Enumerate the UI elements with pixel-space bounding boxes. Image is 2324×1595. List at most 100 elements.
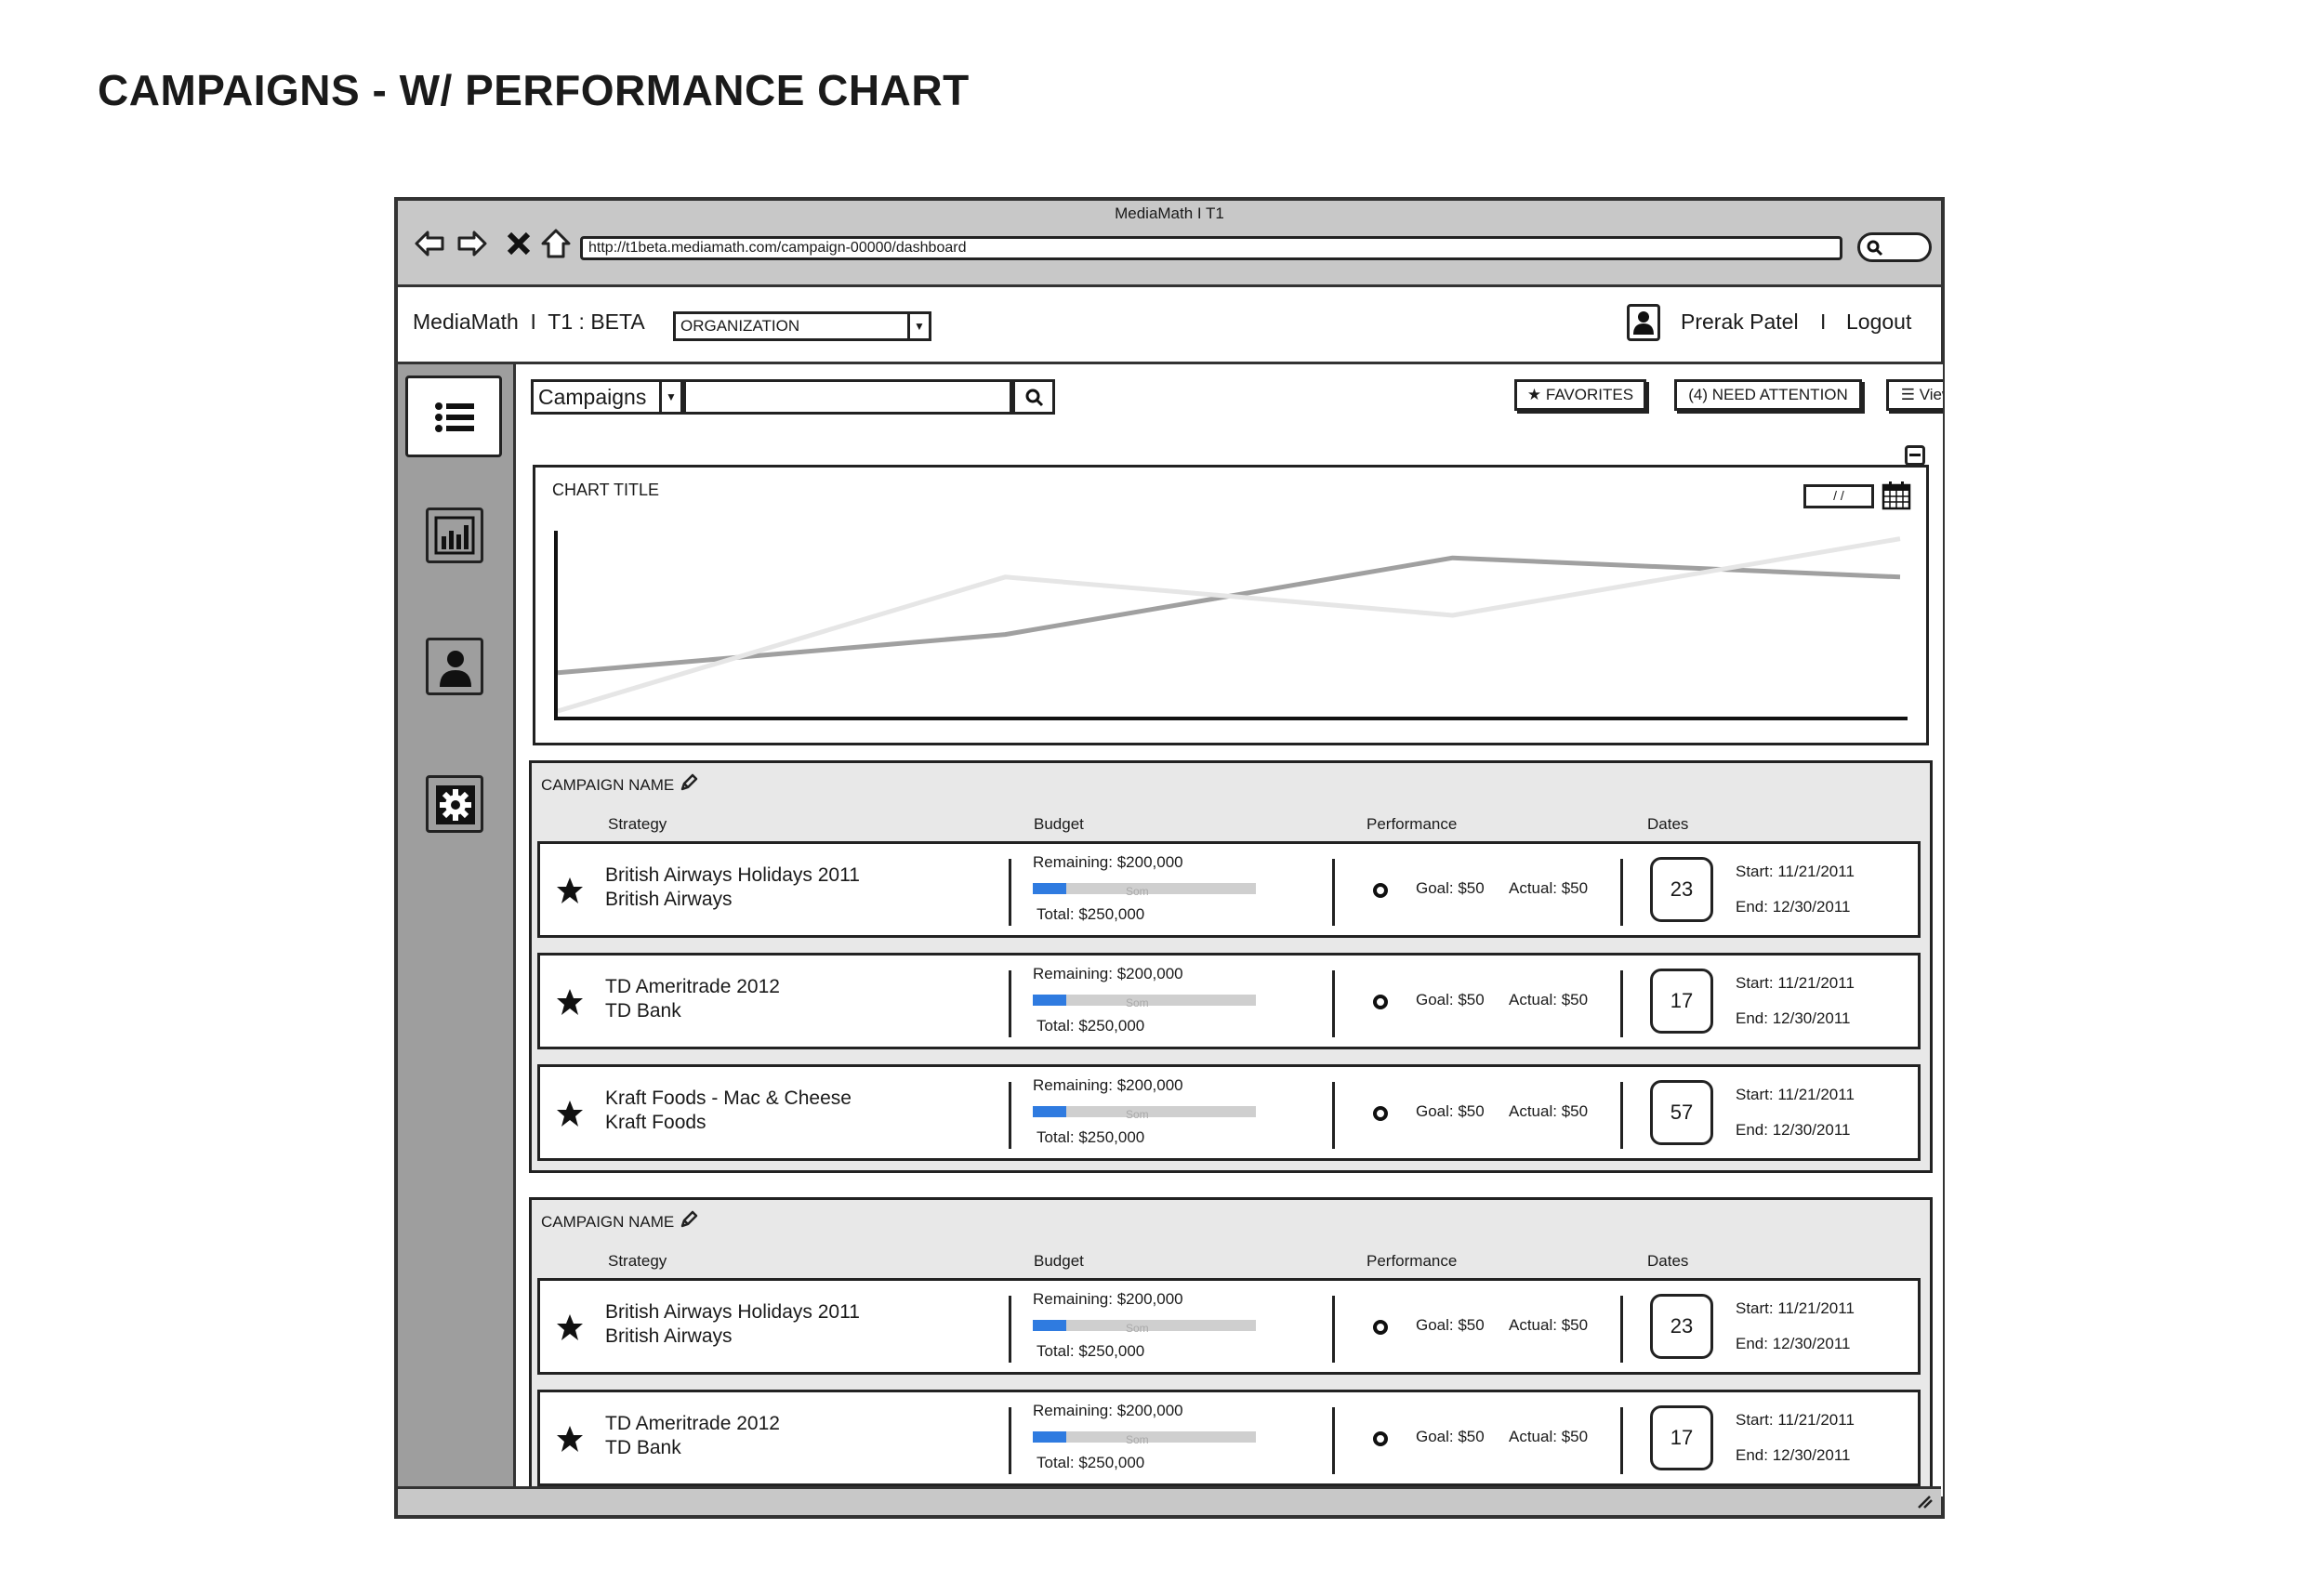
budget-total: Total: $250,000 [1037,1342,1145,1360]
main-content: Campaigns ▼ ★ FAVORITES (4) NEED ATTENTI… [516,364,1943,1496]
budget-bar-note: Som [1126,1322,1149,1335]
star-icon[interactable] [555,987,585,1017]
favorites-button[interactable]: ★ FAVORITES [1514,379,1646,411]
end-date: End: 12/30/2011 [1736,1009,1851,1027]
pencil-icon[interactable] [679,1209,699,1230]
resize-handle-icon[interactable] [1915,1493,1934,1509]
campaign-name: CAMPAIGN NAME [541,1213,675,1231]
days-remaining-badge: 23 [1650,1294,1713,1359]
budget-total: Total: $250,000 [1037,1128,1145,1146]
menu-icon: ☰ [1900,386,1915,403]
campaign-type-select[interactable]: Campaigns ▼ [531,379,683,415]
column-header-performance: Performance [1367,815,1458,833]
column-header-strategy: Strategy [608,815,667,833]
browser-titlebar: MediaMath I T1 http://t1beta.mediamath.c… [398,201,1941,287]
column-divider [1620,859,1623,926]
start-date: Start: 11/21/2011 [1736,1411,1855,1429]
forward-icon[interactable] [456,227,489,260]
home-icon[interactable] [539,227,573,260]
sidebar-item-users[interactable] [426,638,483,695]
user-name[interactable]: Prerak Patel [1681,310,1799,334]
advertiser-name: Kraft Foods [605,1112,706,1133]
budget-remaining: Remaining: $200,000 [1033,1290,1183,1308]
performance-goal: Goal: $50 [1416,991,1485,1008]
column-divider [1332,1082,1335,1149]
date-input[interactable]: / / [1803,484,1874,508]
status-bar [398,1486,1941,1515]
browser-search[interactable] [1857,232,1932,262]
collapse-chart-button[interactable] [1905,445,1925,466]
table-row[interactable]: British Airways Holidays 2011 British Ai… [537,1278,1921,1375]
avatar[interactable] [1627,304,1660,341]
column-divider [1620,970,1623,1037]
budget-progress-bar [1033,1320,1256,1331]
sidebar-item-settings[interactable] [426,775,483,833]
performance-chart: CHART TITLE / / [533,465,1929,745]
need-attention-button[interactable]: (4) NEED ATTENTION [1674,379,1862,411]
pencil-icon[interactable] [679,772,699,793]
chevron-down-icon: ▼ [907,314,929,338]
column-divider [1009,1296,1011,1363]
campaign-group: CAMPAIGN NAME Strategy Budget Performanc… [529,1197,1933,1496]
chart-series-line [557,536,1901,714]
url-input[interactable]: http://t1beta.mediamath.com/campaign-000… [580,236,1842,260]
search-button[interactable] [1012,379,1055,415]
table-row[interactable]: British Airways Holidays 2011 British Ai… [537,841,1921,938]
sidebar-item-reports[interactable] [426,508,483,563]
view-button[interactable]: ☰ View [1886,379,1943,411]
list-icon [435,402,474,432]
start-date: Start: 11/21/2011 [1736,974,1855,992]
column-header-strategy: Strategy [608,1252,667,1270]
logout-link[interactable]: Logout [1846,310,1912,334]
budget-remaining: Remaining: $200,000 [1033,965,1183,982]
star-icon[interactable] [555,1424,585,1454]
column-divider [1009,1082,1011,1149]
budget-progress-fill [1033,1320,1066,1331]
browser-window: MediaMath I T1 http://t1beta.mediamath.c… [394,197,1945,1519]
column-header-budget: Budget [1034,815,1084,833]
budget-progress-fill [1033,1431,1066,1443]
budget-total: Total: $250,000 [1037,1454,1145,1471]
view-label: View [1919,386,1943,403]
start-date: Start: 11/21/2011 [1736,1086,1855,1103]
strategy-name[interactable]: TD Ameritrade 2012 [605,976,780,997]
performance-actual: Actual: $50 [1509,1316,1589,1334]
performance-goal: Goal: $50 [1416,1316,1485,1334]
star-icon[interactable] [555,1099,585,1128]
table-row[interactable]: TD Ameritrade 2012 TD Bank Remaining: $2… [537,953,1921,1049]
chevron-down-icon: ▼ [659,382,680,412]
organization-select[interactable]: ORGANIZATION ▼ [673,311,931,341]
window-title: MediaMath I T1 [1115,204,1224,222]
strategy-name[interactable]: British Airways Holidays 2011 [605,1301,860,1323]
start-date: Start: 11/21/2011 [1736,863,1855,880]
calendar-icon[interactable] [1882,481,1911,510]
column-divider [1009,859,1011,926]
table-row[interactable]: Kraft Foods - Mac & Cheese Kraft Foods R… [537,1064,1921,1161]
strategy-name[interactable]: TD Ameritrade 2012 [605,1413,780,1434]
star-icon[interactable] [555,1312,585,1342]
search-icon [1867,240,1883,257]
star-icon[interactable] [555,876,585,905]
performance-goal: Goal: $50 [1416,1102,1485,1120]
sidebar-item-campaigns[interactable] [405,376,502,457]
advertiser-name: TD Bank [605,1000,681,1022]
end-date: End: 12/30/2011 [1736,898,1851,916]
days-remaining-badge: 23 [1650,857,1713,922]
status-indicator [1373,995,1388,1009]
end-date: End: 12/30/2011 [1736,1446,1851,1464]
strategy-name[interactable]: Kraft Foods - Mac & Cheese [605,1088,852,1109]
close-icon[interactable] [502,227,535,260]
advertiser-name: British Airways [605,1325,733,1347]
column-header-dates: Dates [1647,815,1689,833]
search-input[interactable] [683,379,1012,415]
chart-title: CHART TITLE [552,481,660,499]
column-divider [1009,970,1011,1037]
table-row[interactable]: TD Ameritrade 2012 TD Bank Remaining: $2… [537,1390,1921,1486]
back-icon[interactable] [413,227,446,260]
user-icon [1633,311,1654,335]
column-header-budget: Budget [1034,1252,1084,1270]
strategy-name[interactable]: British Airways Holidays 2011 [605,864,860,886]
budget-bar-note: Som [1126,996,1149,1009]
user-icon [440,651,471,687]
advertiser-name: TD Bank [605,1437,681,1458]
